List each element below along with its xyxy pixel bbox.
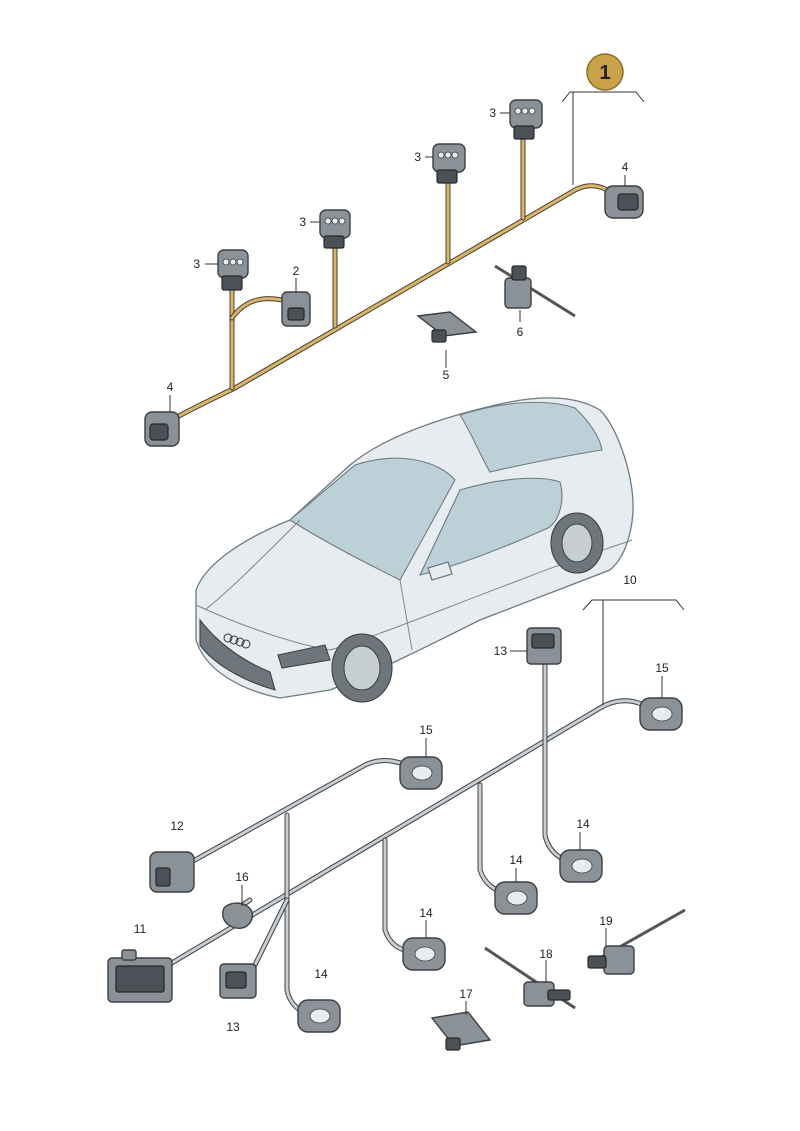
label-19: 19 xyxy=(599,914,613,928)
label-17: 17 xyxy=(459,987,473,1001)
connector-3-c xyxy=(432,143,466,184)
label-5: 5 xyxy=(443,368,450,382)
label-16: 16 xyxy=(235,870,249,884)
side-mirror xyxy=(427,561,453,581)
part-labels: 3 3 3 3 4 4 2 5 6 10 13 15 15 12 14 14 1… xyxy=(134,106,669,1034)
connector-3-b xyxy=(319,209,351,249)
harness-10-bracket xyxy=(582,599,685,705)
connector-3-a xyxy=(217,249,249,291)
label-14: 14 xyxy=(576,817,590,831)
label-15: 15 xyxy=(419,723,433,737)
front-grille xyxy=(199,618,276,691)
connector-13-lower xyxy=(219,963,257,999)
callout-badge-1: 1 xyxy=(586,53,624,91)
rear-wheel xyxy=(550,512,604,574)
label-3: 3 xyxy=(193,257,200,271)
connector-12 xyxy=(149,851,195,893)
windshield xyxy=(289,457,456,581)
connector-15-a xyxy=(399,756,443,790)
harness-1-bracket xyxy=(561,91,645,185)
label-13: 13 xyxy=(226,1020,240,1034)
label-6: 6 xyxy=(517,325,524,339)
headlight xyxy=(277,644,331,669)
front-wheel xyxy=(331,633,393,703)
connector-3-d xyxy=(509,99,543,140)
connector-14-d xyxy=(559,849,603,883)
car-illustration xyxy=(195,397,634,703)
label-12: 12 xyxy=(170,819,184,833)
connector-11 xyxy=(107,949,173,1003)
rear-window xyxy=(459,401,603,473)
grommet-16 xyxy=(222,902,253,929)
bracket-17 xyxy=(430,1011,492,1051)
side-window xyxy=(419,477,563,576)
label-13: 13 xyxy=(494,644,508,658)
cable-tie-19 xyxy=(587,908,686,975)
label-14: 14 xyxy=(419,906,433,920)
label-18: 18 xyxy=(539,947,553,961)
label-3: 3 xyxy=(489,106,496,120)
label-14: 14 xyxy=(509,853,523,867)
label-3: 3 xyxy=(299,215,306,229)
bracket-5 xyxy=(416,311,478,343)
connector-2 xyxy=(281,291,311,327)
label-3: 3 xyxy=(414,150,421,164)
leader-lines xyxy=(169,112,663,1015)
svg-text:1: 1 xyxy=(599,62,610,84)
connector-14-c xyxy=(494,881,538,915)
audi-rings-logo xyxy=(223,633,251,649)
cable-tie-6 xyxy=(494,264,576,318)
cable-tie-18 xyxy=(484,946,576,1010)
label-15: 15 xyxy=(655,661,669,675)
label-4: 4 xyxy=(167,380,174,394)
label-14: 14 xyxy=(314,967,328,981)
upper-wiring-harness xyxy=(144,91,645,447)
connector-14-a xyxy=(297,999,341,1033)
label-2: 2 xyxy=(293,264,300,278)
upper-harness-wires xyxy=(172,135,618,421)
connector-4-left xyxy=(144,411,180,447)
connector-14-b xyxy=(402,937,446,971)
connector-15-b xyxy=(639,697,683,731)
label-4: 4 xyxy=(622,160,629,174)
connector-13-upper xyxy=(526,627,562,665)
label-11: 11 xyxy=(134,922,147,936)
connector-4-right xyxy=(604,185,644,219)
lower-wiring-harness xyxy=(107,599,686,1051)
label-10: 10 xyxy=(623,573,637,587)
